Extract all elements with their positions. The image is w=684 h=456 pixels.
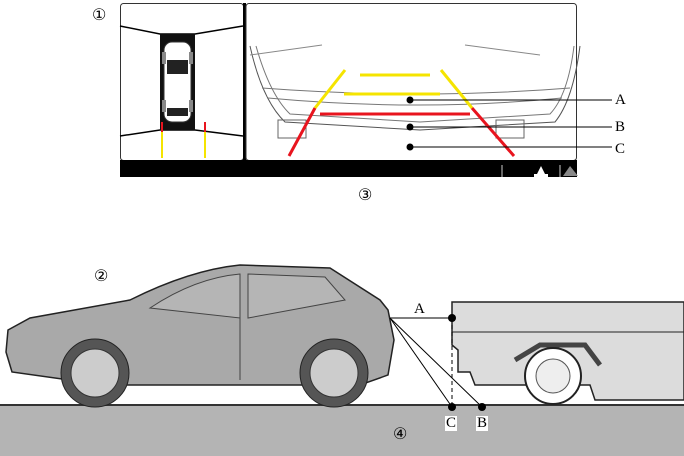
car-side xyxy=(5,264,395,408)
callout-1: ① xyxy=(92,7,107,24)
rear-camera-panel xyxy=(245,3,612,161)
ground xyxy=(0,405,684,456)
callout-4: ④ xyxy=(393,426,408,443)
screen-label-c: C xyxy=(615,141,626,157)
callout-2: ② xyxy=(94,268,109,285)
top-view-panel xyxy=(119,3,244,161)
side-label-a: A xyxy=(414,301,425,317)
side-label-b: B xyxy=(476,415,489,431)
screen-label-b: B xyxy=(615,119,626,135)
distance-lines xyxy=(389,314,486,411)
sensor-icons xyxy=(501,165,578,177)
trailer xyxy=(451,301,684,405)
side-label-c: C xyxy=(445,415,458,431)
status-bar xyxy=(120,160,577,177)
callout-3: ③ xyxy=(358,187,373,204)
screen-label-a: A xyxy=(615,92,626,108)
